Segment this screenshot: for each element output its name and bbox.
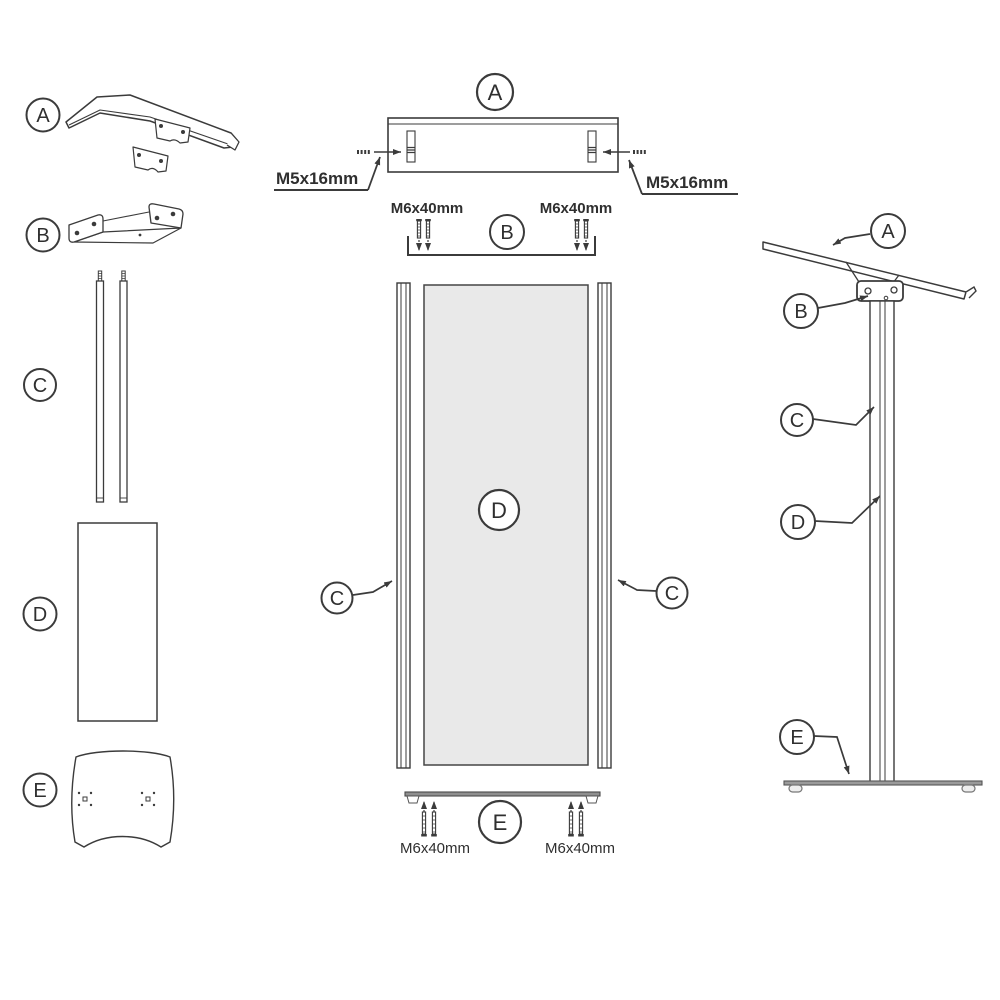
- top-tray-rear-view: [387, 117, 619, 173]
- top-tray-side-view: [762, 241, 977, 300]
- part-b-drawing: [68, 203, 184, 244]
- part-e-callout-left: E: [22, 772, 58, 808]
- part-d-letter-center: D: [491, 498, 507, 523]
- m5-label-left: M5x16mm: [274, 156, 381, 191]
- part-b-callout-side: B: [783, 293, 869, 329]
- screw-up: [431, 801, 437, 837]
- base-hole-pattern-left: [77, 791, 93, 807]
- m6-screws-top: [416, 219, 589, 251]
- part-c-callout-side: C: [780, 403, 875, 437]
- rail-right-front-view: [597, 282, 612, 769]
- m6-label-top-right: M6x40mm: [540, 200, 613, 217]
- part-b-callout-left: B: [25, 217, 61, 253]
- part-c-callout-center-left: C: [320, 580, 393, 615]
- base-plate-side-view: [404, 791, 601, 804]
- m5-label-right-text: M5x16mm: [646, 173, 728, 192]
- part-e-drawing: [71, 750, 175, 848]
- part-c-callout-left: C: [23, 368, 57, 402]
- m5-label-left-text: M5x16mm: [276, 169, 358, 188]
- part-a-letter-left: A: [36, 105, 50, 127]
- screw-down: [574, 219, 580, 251]
- assembled-side-view: A B C D E: [762, 213, 983, 793]
- part-a-letter-center: A: [488, 80, 503, 105]
- pole-side-view: [869, 300, 895, 783]
- screw-up: [421, 801, 427, 837]
- part-d-letter-left: D: [33, 604, 47, 626]
- m6-label-top-left: M6x40mm: [391, 200, 464, 217]
- part-e-letter-side: E: [790, 727, 803, 749]
- part-a-callout-center: A: [475, 72, 515, 112]
- part-c-letter-center-left: C: [330, 588, 344, 610]
- part-d-callout-center: D: [477, 488, 521, 532]
- screw-up: [568, 801, 574, 837]
- m6-screws-bottom: [421, 801, 584, 837]
- part-e-letter-left: E: [33, 780, 46, 802]
- part-a-letter-side: A: [881, 221, 895, 243]
- base-hole-pattern-right: [140, 791, 156, 807]
- base-foot-right: [585, 795, 599, 804]
- base-side-view: [783, 780, 983, 793]
- m5-label-right: M5x16mm: [628, 159, 738, 195]
- part-e-callout-center: E: [477, 799, 523, 845]
- part-c-drawing: [95, 270, 128, 503]
- part-b-letter-center: B: [500, 222, 513, 244]
- screw-down: [425, 219, 431, 251]
- part-d-letter-side: D: [791, 512, 805, 534]
- base-foot-left: [788, 784, 803, 793]
- part-d-callout-left: D: [22, 596, 58, 632]
- part-a-drawing: [65, 94, 240, 173]
- part-e-callout-side: E: [779, 719, 850, 775]
- part-b-letter-side: B: [794, 301, 807, 323]
- part-d-callout-side: D: [780, 495, 881, 540]
- tray-lip-hook: [965, 285, 977, 299]
- part-a-callout-left: A: [25, 97, 61, 133]
- screw-up: [578, 801, 584, 837]
- part-e-letter-center: E: [493, 810, 508, 835]
- exploded-view: A M5x16mm M5x16mm M: [274, 72, 738, 857]
- part-b-callout-center: B: [489, 214, 525, 250]
- part-c-letter-center-right: C: [665, 583, 679, 605]
- bracket-front-view: [407, 236, 596, 256]
- rail-left-front-view: [396, 282, 411, 769]
- parts-list-column: A B: [22, 94, 240, 848]
- part-d-drawing: [77, 522, 158, 722]
- screw-down: [583, 219, 589, 251]
- part-b-letter-left: B: [36, 225, 49, 247]
- part-c-letter-side: C: [790, 410, 804, 432]
- part-c-callout-center-right: C: [617, 576, 689, 610]
- m6-label-bottom-right: M6x40mm: [545, 840, 615, 857]
- m6-label-bottom-left: M6x40mm: [400, 840, 470, 857]
- part-a-callout-side: A: [832, 213, 906, 249]
- part-c-letter-left: C: [33, 375, 47, 397]
- base-foot-left: [406, 795, 420, 804]
- base-foot-right: [961, 784, 976, 793]
- screw-down: [416, 219, 422, 251]
